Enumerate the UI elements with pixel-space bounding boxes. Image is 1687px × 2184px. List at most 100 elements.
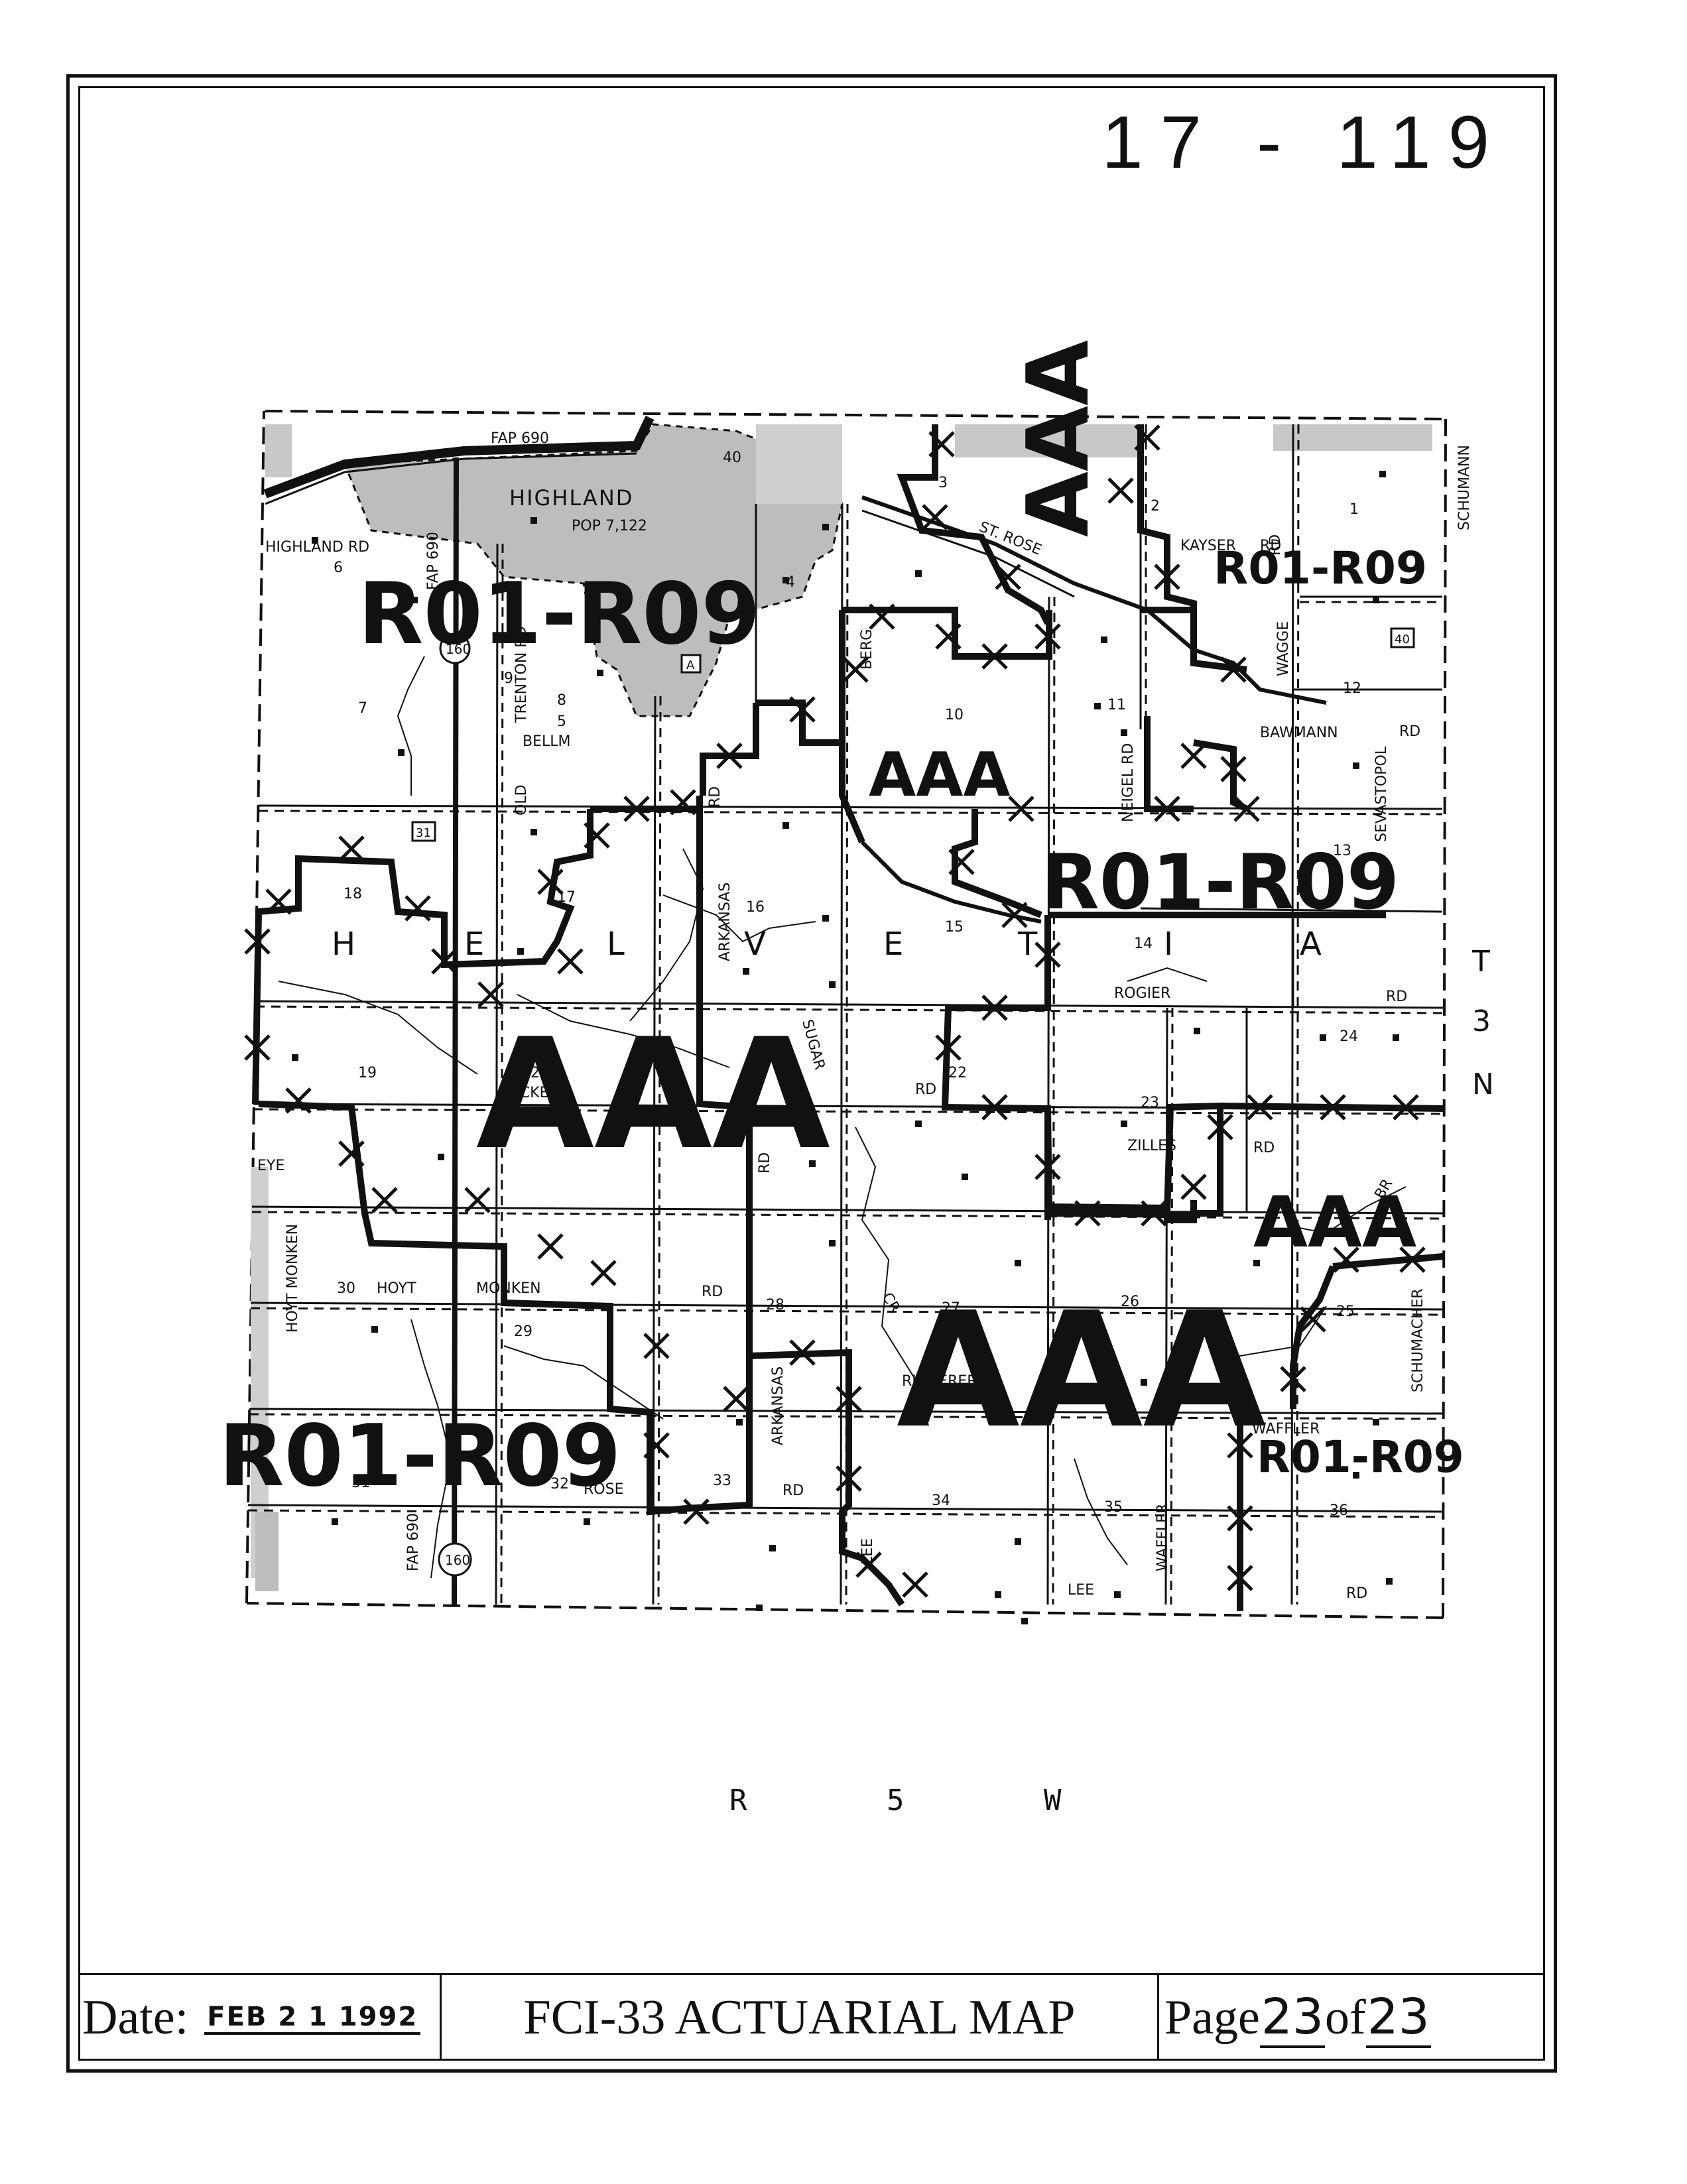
road-label-arkansas: ARKANSAS bbox=[717, 882, 733, 961]
section-number: 27 bbox=[942, 1300, 960, 1317]
section-number: 15 bbox=[945, 919, 964, 936]
road-label-neigel: NEIGEL RD bbox=[1120, 743, 1137, 822]
map-title: FCI-33 ACTUARIAL MAP bbox=[442, 1975, 1159, 2061]
section-number: 29 bbox=[514, 1323, 532, 1340]
route-shields: 160 160 40 31 A bbox=[411, 627, 1415, 1577]
road-label-bawmann: BAWMANN bbox=[1260, 725, 1338, 741]
outer-border bbox=[66, 74, 1557, 2073]
page-label: Page bbox=[1164, 1990, 1260, 2045]
road-label-jockey: JOCKEY bbox=[503, 1085, 558, 1101]
road-label-highland-rd: HIGHLAND RD bbox=[265, 539, 369, 556]
road-label-rd: RD bbox=[1267, 534, 1284, 556]
section-number: 30 bbox=[337, 1280, 355, 1297]
zone-label-aaa: AAA bbox=[897, 1278, 1266, 1463]
township-side-label: T 3 N bbox=[1471, 945, 1494, 1101]
section-number: 8 bbox=[557, 692, 566, 709]
road-label-fap690-south: FAP 690 bbox=[405, 1513, 422, 1571]
road-label-kayser: KAYSER bbox=[1180, 538, 1236, 554]
section-number: 3 bbox=[938, 475, 948, 491]
footer: Date: FEB 2 1 1992 FCI-33 ACTUARIAL MAP … bbox=[78, 1973, 1545, 2061]
section-number: 34 bbox=[932, 1492, 950, 1509]
city-population: POP 7,122 bbox=[572, 518, 647, 534]
section-number: 10 bbox=[945, 707, 964, 723]
city-name: HIGHLAND bbox=[509, 485, 633, 511]
road-label-rogier: ROGIER bbox=[1114, 985, 1170, 1002]
township-letter: T bbox=[1017, 926, 1038, 963]
zone-label-r01-r09: R01-R09 bbox=[1214, 542, 1427, 595]
section-number: 19 bbox=[358, 1065, 377, 1081]
route-shield-160: 160 bbox=[446, 641, 471, 657]
page-total: 23 bbox=[1365, 1988, 1431, 2048]
road-label-fap: FAP 690 bbox=[425, 532, 442, 590]
township-letter: L bbox=[607, 926, 625, 963]
road-label-leroy: LEROY bbox=[1174, 1345, 1191, 1392]
section-number: 28 bbox=[766, 1297, 784, 1313]
section-number: 18 bbox=[344, 886, 362, 902]
road-label-hoyt-monken: HOYT MONKEN bbox=[284, 1224, 301, 1333]
section-number: 22 bbox=[948, 1065, 967, 1081]
road-labels: FAP 690 40 ST. ROSE KAYSER RD HIGHLAND R… bbox=[257, 430, 1473, 1602]
section-number: 6 bbox=[334, 560, 343, 576]
map-number: 17 - 119 bbox=[1101, 101, 1507, 184]
section-number: 16 bbox=[746, 899, 765, 916]
road-label-rd: RD bbox=[1386, 989, 1407, 1005]
township-side-letter: N bbox=[1472, 1067, 1494, 1101]
section-number: 2 bbox=[1151, 498, 1160, 515]
boundary-x-marks bbox=[244, 424, 1426, 1598]
zone-label-aaa: AAA bbox=[1009, 340, 1108, 537]
road-label-trenton: TRENTON RD bbox=[513, 626, 530, 723]
inner-border bbox=[78, 86, 1545, 2061]
building-dots bbox=[292, 471, 1399, 1624]
section-number: 31 bbox=[351, 1475, 370, 1491]
zone-label-r01-r09: R01-R09 bbox=[219, 1407, 621, 1506]
section-numbers: 1 2 3 4 5 6 7 8 9 10 11 12 13 14 15 16 1… bbox=[334, 475, 1361, 1519]
road-label-rd: RD bbox=[915, 1081, 936, 1098]
section-number: 35 bbox=[1104, 1499, 1123, 1516]
zone-label-r01-r09: R01-R09 bbox=[358, 565, 761, 664]
township-side-letter: T bbox=[1471, 945, 1490, 979]
road-label-rd: RD bbox=[1260, 538, 1281, 554]
date-label: Date: bbox=[82, 1990, 189, 2045]
township-letter: H bbox=[332, 926, 355, 963]
section-number: 36 bbox=[1330, 1502, 1348, 1519]
route-shield-a: A bbox=[686, 658, 695, 672]
road-label-eye: EYE bbox=[257, 1158, 284, 1174]
road-label-route40: 40 bbox=[723, 450, 741, 466]
range-label: R 5 W bbox=[729, 1784, 1123, 1817]
road-label-arkansas: ARKANSAS bbox=[770, 1366, 786, 1445]
route-shield-31: 31 bbox=[416, 826, 431, 840]
road-label-lee: LEE bbox=[859, 1538, 876, 1565]
zone-label-aaa: AAA bbox=[1253, 1182, 1416, 1263]
section-number: 32 bbox=[550, 1476, 569, 1492]
road-label-waffler: WAFFLER bbox=[1252, 1421, 1320, 1437]
road-label-monken: MONKEN bbox=[476, 1280, 541, 1297]
road-label-schumacher: SCHUMACHER bbox=[1410, 1288, 1426, 1392]
section-number: 23 bbox=[1141, 1095, 1159, 1111]
page-cell: Page 23 of 23 bbox=[1159, 1975, 1545, 2061]
road-label-rd: RD bbox=[1399, 723, 1420, 740]
section-number: 24 bbox=[1340, 1028, 1358, 1045]
road-label-rd: RD bbox=[702, 1284, 723, 1300]
road-label-rd: RD bbox=[707, 786, 723, 808]
road-label-rd: RD bbox=[1346, 1585, 1367, 1602]
page-current: 23 bbox=[1259, 1988, 1326, 2048]
section-number: 5 bbox=[557, 713, 566, 730]
section-number: 14 bbox=[1134, 936, 1153, 952]
section-number: 20 bbox=[531, 1065, 549, 1081]
section-number: 7 bbox=[358, 700, 367, 717]
road-label-lee: LEE bbox=[1068, 1582, 1094, 1599]
section-number: 21 bbox=[749, 1062, 768, 1078]
section-number: 13 bbox=[1333, 843, 1351, 859]
section-number: 25 bbox=[1336, 1304, 1355, 1320]
zone-label-r01-r09: R01-R09 bbox=[1041, 838, 1399, 926]
zone-label-r01-r09: R01-R09 bbox=[1257, 1431, 1464, 1483]
city-label: HIGHLAND POP 7,122 bbox=[509, 485, 647, 534]
township-letters: H E L V E T I A bbox=[332, 926, 1322, 963]
road-label-waffler: WAFFLER bbox=[1155, 1504, 1171, 1571]
road-label-bellm: BELLM bbox=[523, 733, 571, 750]
road-label-zilles: ZILLES bbox=[1127, 1138, 1176, 1154]
road-label-rd: RD bbox=[782, 1483, 804, 1499]
page-of: of bbox=[1325, 1990, 1366, 2045]
township-side-letter: 3 bbox=[1472, 1004, 1491, 1038]
